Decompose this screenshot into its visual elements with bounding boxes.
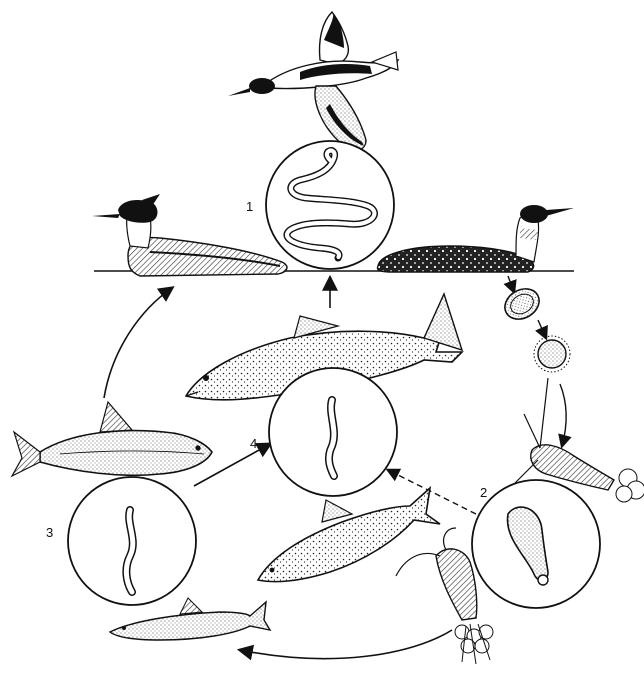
arrow-loon-to-egg <box>508 276 514 292</box>
loon-swimming <box>378 205 575 272</box>
plerocercoid-larva-circle-3 <box>68 477 196 605</box>
arrow-egg-to-coracidium <box>538 320 546 338</box>
whitefish <box>12 402 212 476</box>
stage-label-3: 3 <box>46 526 53 539</box>
merganser-swimming <box>92 194 287 276</box>
arrow-whitefish-to-merganser <box>104 288 172 398</box>
stage-label-2: 2 <box>480 486 487 499</box>
merganser-in-flight <box>228 12 398 150</box>
plerocercoid-larva-circle-4 <box>269 368 397 496</box>
trout-small <box>258 488 440 582</box>
arrow-coracidium-to-copepod <box>560 384 566 446</box>
stage-label-4: 4 <box>250 437 257 450</box>
egg <box>499 283 544 325</box>
coracidium <box>534 336 570 372</box>
adult-tapeworm <box>266 141 394 269</box>
arrow-copepod-to-small-fish <box>240 630 452 659</box>
procercoid-larva <box>472 480 600 608</box>
stage-label-1: 1 <box>246 200 253 213</box>
